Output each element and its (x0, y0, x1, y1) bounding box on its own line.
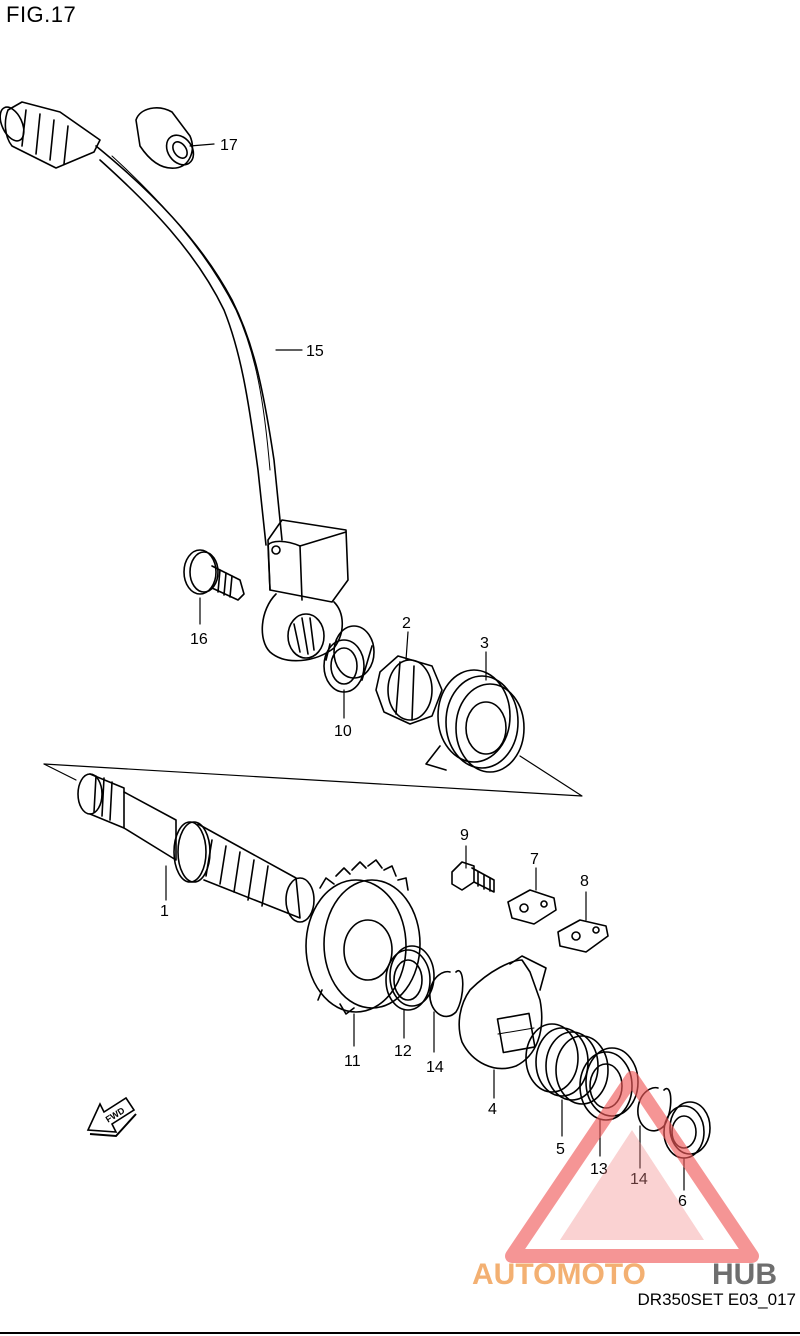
watermark-text-automoto: AUTOMOTO (472, 1258, 646, 1291)
callout-12: 12 (394, 1043, 412, 1060)
fwd-arrow-badge: FWD (86, 1096, 137, 1138)
callout-4: 4 (488, 1101, 497, 1118)
callout-9: 9 (460, 827, 469, 844)
callout-5: 5 (556, 1141, 565, 1158)
callout-11: 11 (344, 1053, 361, 1070)
part-4-ratchet (458, 955, 547, 1070)
watermark-logo: AUTOMOTO HUB (472, 1071, 777, 1291)
callout-6: 6 (678, 1193, 687, 1210)
part-1-kick-shaft (77, 773, 315, 923)
callout-14: 14 (426, 1059, 444, 1076)
watermark-text-hub: HUB (712, 1258, 777, 1291)
figure-code: DR350SET E03_017 (637, 1290, 796, 1309)
callout-10: 10 (334, 723, 352, 740)
part-17-grip-cap (135, 107, 195, 169)
alignment-lines (43, 755, 583, 797)
part-9-bolt (451, 861, 495, 893)
part-10-bushing (323, 625, 375, 693)
callout-16: 16 (190, 631, 208, 648)
callout-8: 8 (580, 873, 589, 890)
callout-7: 7 (530, 851, 539, 868)
part-8-guide-plate (557, 919, 609, 953)
part-16-bolt (183, 549, 245, 601)
callout-labels: 17 15 16 2 3 10 9 7 8 1 11 12 14 4 5 13 … (160, 137, 687, 1210)
part-11-gear (305, 859, 421, 1015)
part-12-washer (385, 945, 435, 1011)
part-14-circlip-a (429, 969, 464, 1018)
callout-2: 2 (402, 615, 411, 632)
callout-1: 1 (160, 903, 169, 920)
part-2-spring-guide (375, 655, 443, 725)
part-5-spring (525, 1023, 609, 1105)
part-3-spring (425, 669, 525, 773)
callout-14-b: 14 (630, 1171, 648, 1188)
callout-3: 3 (480, 635, 489, 652)
callout-13: 13 (590, 1161, 608, 1178)
part-7-stopper-plate (507, 889, 557, 925)
callout-17: 17 (220, 137, 238, 154)
callout-15: 15 (306, 343, 324, 360)
part-15-kick-lever (0, 101, 349, 662)
figure-title: FIG.17 (6, 2, 77, 27)
leader-lines (165, 143, 685, 1191)
bottom-divider (0, 1332, 800, 1334)
